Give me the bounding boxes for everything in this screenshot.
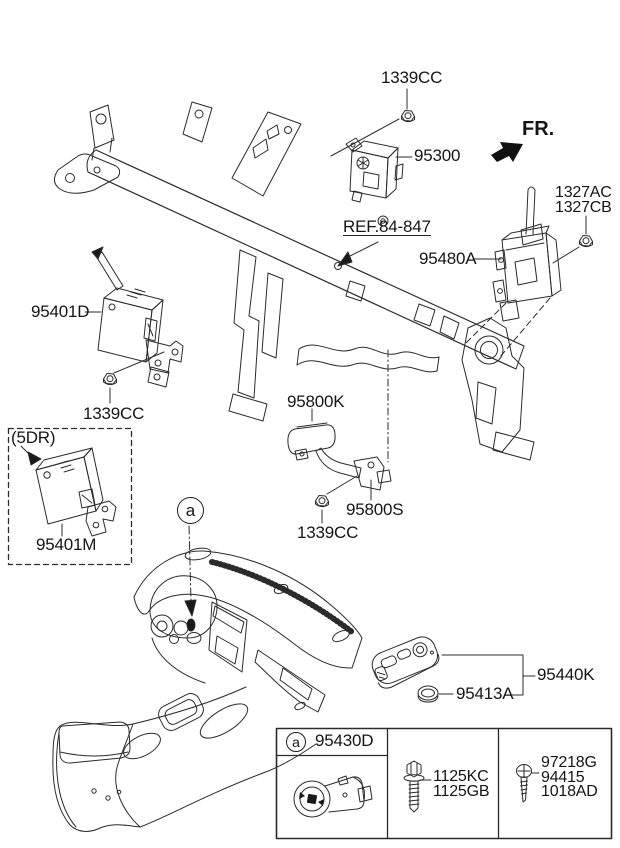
- table-callout-a-bubble: a: [286, 732, 306, 752]
- part-label-1327ac: 1327AC: [555, 184, 612, 201]
- fr-direction-label: FR.: [522, 118, 555, 140]
- part-label-nut-left: 1339CC: [83, 404, 145, 423]
- part-label-nut-center: 1339CC: [297, 523, 359, 542]
- callout-a-bubble: a: [177, 497, 204, 524]
- table-part-95430d: 95430D: [315, 731, 374, 750]
- part-label-module-95800k: 95800K: [287, 392, 345, 411]
- screw-icon: [516, 764, 532, 803]
- fr-direction-arrow-icon: [491, 142, 523, 162]
- table-part-97218g: 97218G: [541, 754, 597, 771]
- nut-icon-left: [103, 373, 117, 386]
- battery-drawing: [417, 685, 439, 703]
- five-door-variant-box: [7, 427, 133, 566]
- key-fob-drawing: [371, 636, 440, 689]
- crossmember-drawing: [54, 101, 535, 461]
- part-label-module-95401d: 95401D: [31, 302, 90, 321]
- module-95401d-drawing: [91, 246, 184, 388]
- part-label-key-fob: 95440K: [537, 665, 595, 684]
- part-label-module-95480a: 95480A: [419, 249, 477, 268]
- module-95300-drawing: [345, 137, 404, 203]
- part-label-module-95401m: 95401M: [36, 535, 97, 554]
- part-label-nut-top: 1339CC: [381, 68, 443, 87]
- nut-icon-top: [401, 110, 415, 123]
- part-label-module-95300: 95300: [414, 146, 461, 165]
- ignition-switch-drawing: [293, 775, 373, 818]
- part-label-key-battery: 95413A: [456, 684, 514, 703]
- nut-icon-right: [579, 235, 593, 248]
- dashboard-console-drawing: [52, 547, 363, 832]
- table-part-1125kc: 1125KC: [433, 768, 489, 785]
- module-95800k-drawing: [287, 422, 392, 491]
- table-part-1125gb: 1125GB: [433, 783, 490, 800]
- bolt-icon: [403, 760, 425, 813]
- parts-table-grid: [275, 727, 613, 840]
- reference-label: REF.84-847: [343, 217, 431, 236]
- leader-lines: [84, 88, 587, 781]
- table-part-94415: 94415: [541, 769, 585, 786]
- part-label-1327cb: 1327CB: [555, 199, 612, 216]
- variant-5dr-label: (5DR): [11, 428, 56, 447]
- table-part-1018ad: 1018AD: [541, 783, 598, 800]
- nut-icon-center: [315, 495, 329, 508]
- part-label-bracket-95800s: 95800S: [346, 500, 404, 519]
- module-95480a-drawing: [492, 186, 562, 322]
